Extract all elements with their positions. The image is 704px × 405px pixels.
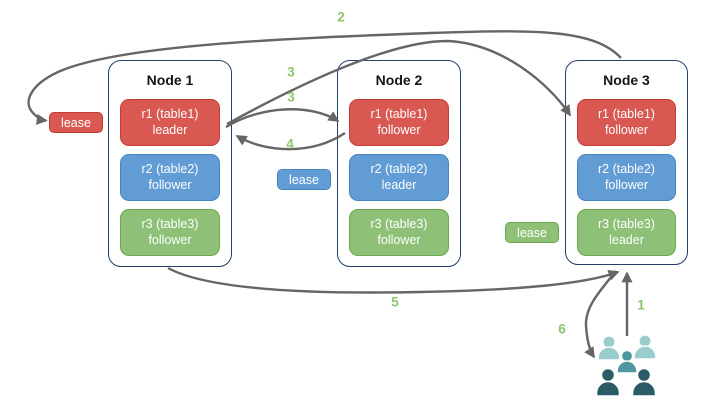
- replica-role-label: leader: [152, 122, 188, 137]
- replica-range-label: r3 (table3): [598, 216, 655, 231]
- step-label-2: 2: [337, 9, 345, 25]
- node-2-replica-r3: r3 (table3) follower: [349, 209, 449, 256]
- step-label-3b: 3: [287, 89, 295, 105]
- replica-range-label: r3 (table3): [141, 216, 199, 231]
- user-center: [616, 349, 638, 374]
- replica-range-label: r2 (table2): [598, 161, 655, 176]
- replica-role-label: leader: [609, 232, 644, 247]
- replica-role-label: follower: [377, 122, 421, 137]
- replica-role-label: follower: [604, 177, 649, 192]
- step-label-1: 1: [637, 297, 645, 313]
- replica-role-label: leader: [381, 177, 417, 192]
- user-front-right: [631, 367, 657, 397]
- lease-badge-table1: lease: [49, 112, 103, 133]
- node-3-replica-r3: r3 (table3) leader: [577, 209, 676, 256]
- user-back-right: [633, 333, 657, 360]
- replica-role-label: follower: [148, 177, 192, 192]
- step-label-5: 5: [391, 294, 399, 310]
- user-back-left: [597, 334, 621, 361]
- lease-badge-table2: lease: [277, 169, 331, 190]
- replica-range-label: r2 (table2): [370, 161, 428, 176]
- replica-range-label: r3 (table3): [370, 216, 428, 231]
- node-1-replica-r2: r2 (table2) follower: [120, 154, 220, 201]
- user-front-left: [595, 367, 621, 397]
- node-1-replica-r3: r3 (table3) follower: [120, 209, 220, 256]
- node-2-replica-r2: r2 (table2) leader: [349, 154, 449, 201]
- step-label-4: 4: [286, 136, 294, 152]
- node-3-replica-r2: r2 (table2) follower: [577, 154, 676, 201]
- replica-range-label: r2 (table2): [141, 161, 199, 176]
- step-label-3a: 3: [287, 64, 295, 80]
- replica-role-label: follower: [148, 232, 192, 247]
- replica-role-label: follower: [604, 122, 649, 137]
- lease-badge-table3: lease: [505, 222, 559, 243]
- replica-role-label: follower: [377, 232, 421, 247]
- step-label-6: 6: [558, 321, 566, 337]
